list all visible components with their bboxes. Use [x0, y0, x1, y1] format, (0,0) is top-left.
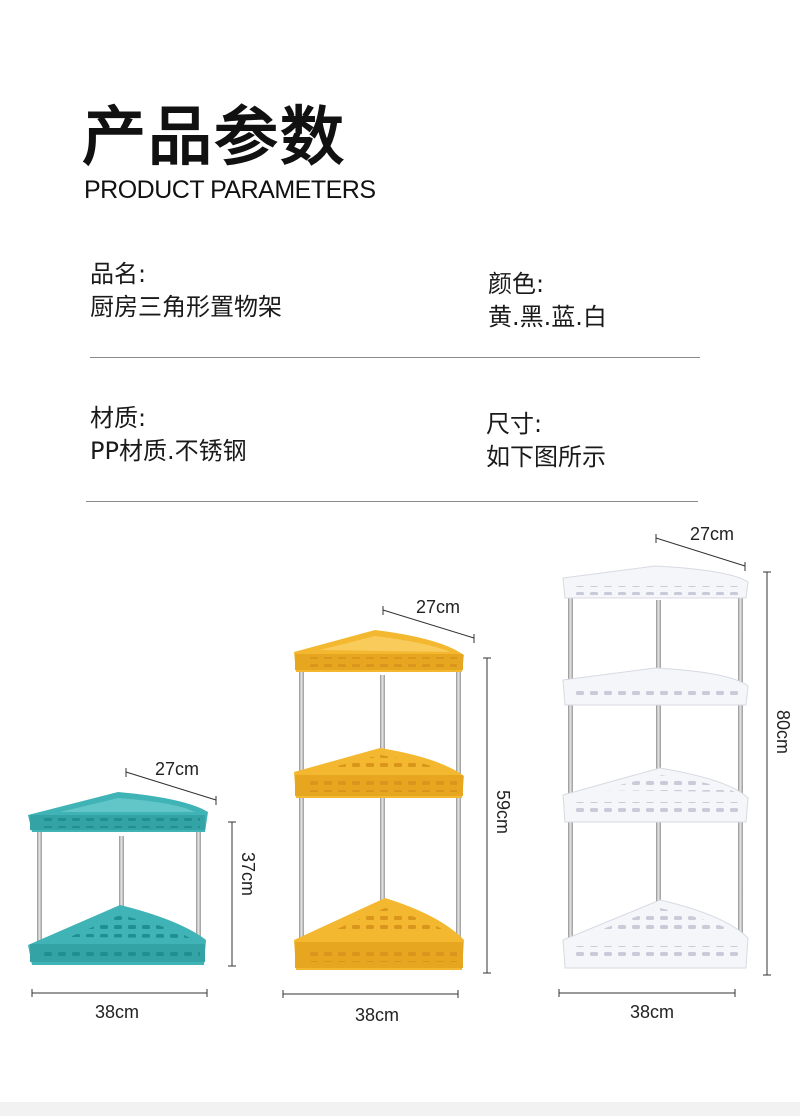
- param-size-label: 尺寸:: [486, 410, 543, 438]
- dim-small-height: 37cm: [238, 852, 258, 896]
- page-subtitle: PRODUCT PARAMETERS: [84, 176, 376, 204]
- rack-large-shelf-2: [562, 667, 749, 706]
- dim-large-width: 38cm: [630, 1002, 674, 1022]
- rack-small-shelf-top: [28, 792, 208, 832]
- dim-small-width: 38cm: [95, 1002, 139, 1022]
- dim-large-height-line: [763, 571, 771, 976]
- rack-large-shelf-4: [562, 899, 749, 969]
- param-color-label: 颜色:: [488, 270, 545, 298]
- rack-small-pole-left: [37, 825, 42, 948]
- rack-medium-shelf-mid: [294, 748, 464, 798]
- rack-large-white: [562, 565, 749, 969]
- rack-large-shelf-3: [562, 767, 749, 823]
- dim-medium-width: 38cm: [355, 1005, 399, 1025]
- rack-medium-pole-right: [456, 668, 461, 950]
- param-size-value: 如下图所示: [486, 443, 606, 471]
- dim-medium-height-line: [483, 657, 491, 974]
- dim-medium-depth: 27cm: [416, 597, 460, 617]
- rack-small-teal: [28, 792, 208, 965]
- param-material: 材质: PP材质.不锈钢: [90, 402, 247, 468]
- rack-small-shelf-bottom: [28, 905, 206, 965]
- rack-medium-pole-back: [380, 675, 385, 950]
- param-name-value: 厨房三角形置物架: [90, 293, 282, 321]
- param-material-label: 材质:: [90, 404, 147, 432]
- products-illustration: 27cm 37cm 38cm 27cm 59cm 38cm 27cm: [28, 524, 793, 1025]
- dim-small-depth: 27cm: [155, 759, 199, 779]
- rack-large-pole-right: [738, 590, 743, 950]
- param-name-label: 品名:: [90, 260, 147, 288]
- dim-medium-height: 59cm: [493, 790, 513, 834]
- param-color: 颜色: 黄.黑.蓝.白: [488, 268, 607, 334]
- rack-medium-shelf-bottom: [294, 898, 464, 970]
- divider-top: [90, 357, 700, 358]
- rack-small-pole-right: [196, 830, 201, 948]
- dim-large-height: 80cm: [773, 710, 793, 754]
- rack-medium-shelf-top: [294, 630, 464, 672]
- param-material-value: PP材质.不锈钢: [90, 437, 247, 465]
- dim-medium-depth-line: [382, 606, 475, 643]
- dim-large-width-line: [558, 989, 736, 997]
- param-size: 尺寸: 如下图所示: [486, 408, 606, 474]
- param-name: 品名: 厨房三角形置物架: [90, 258, 282, 324]
- divider-bottom: [86, 501, 698, 502]
- dim-small-width-line: [31, 989, 208, 997]
- dim-small-height-line: [228, 821, 236, 967]
- bottom-band: [0, 1102, 800, 1116]
- dim-large-depth: 27cm: [690, 524, 734, 544]
- rack-medium-yellow: [294, 630, 464, 970]
- rack-small-pole-back: [119, 836, 124, 948]
- rack-medium-pole-left: [299, 665, 304, 950]
- rack-large-shelf-1: [562, 565, 749, 599]
- page-title: 产品参数: [82, 101, 346, 175]
- param-color-value: 黄.黑.蓝.白: [488, 303, 607, 331]
- dim-large-depth-line: [655, 534, 746, 571]
- dim-small-depth-line: [125, 768, 217, 805]
- rack-large-pole-left: [568, 590, 573, 950]
- dim-medium-width-line: [282, 990, 459, 998]
